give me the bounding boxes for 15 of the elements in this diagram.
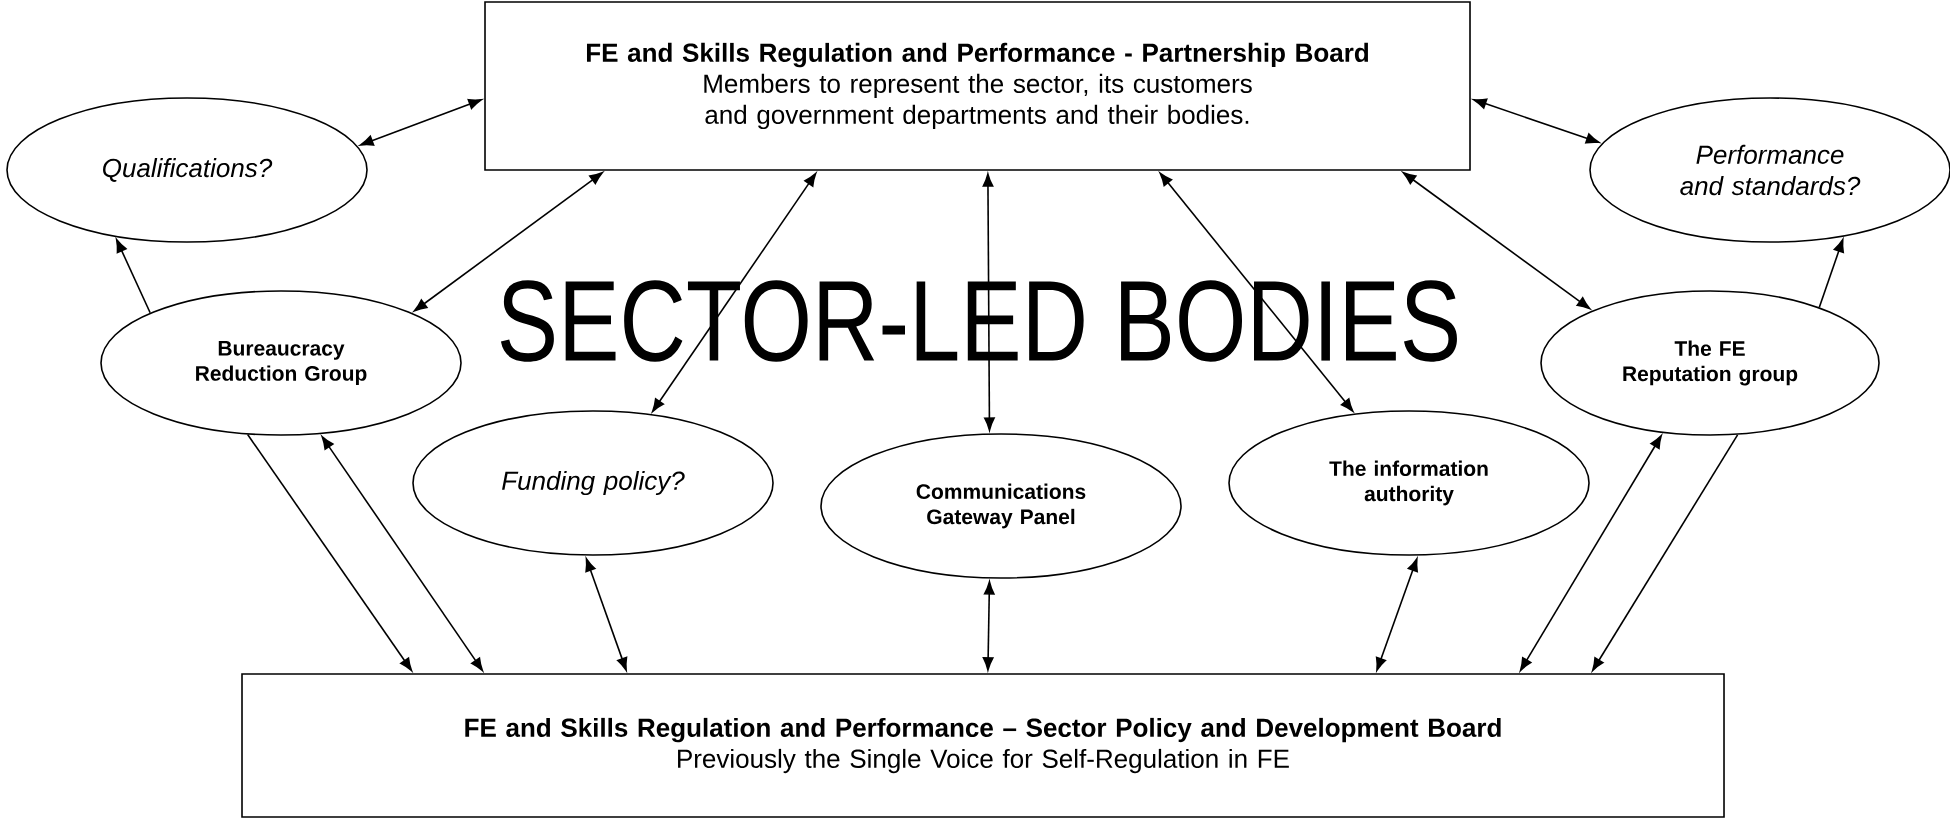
arrow [1473, 98, 1600, 144]
arrow [1519, 434, 1662, 672]
arrow [413, 171, 603, 312]
arrow [585, 558, 628, 671]
arrow [1818, 238, 1844, 309]
arrow [115, 239, 151, 314]
arrow [1402, 171, 1591, 310]
arrow [321, 435, 484, 672]
arrow [1591, 434, 1739, 672]
board-box: FE and Skills Regulation and Performance - Partnership Board Members to represent the sector, its customers and government departments and their bodies. [484, 1, 1471, 171]
arrow [982, 581, 995, 671]
arrow [1375, 558, 1418, 671]
arrow [360, 98, 482, 146]
arrow [246, 433, 413, 672]
board-box: FE and Skills Regulation and Performance – Sector Policy and Development Board Previously the Single Voice for Self-Regulation in FE [241, 673, 1725, 818]
